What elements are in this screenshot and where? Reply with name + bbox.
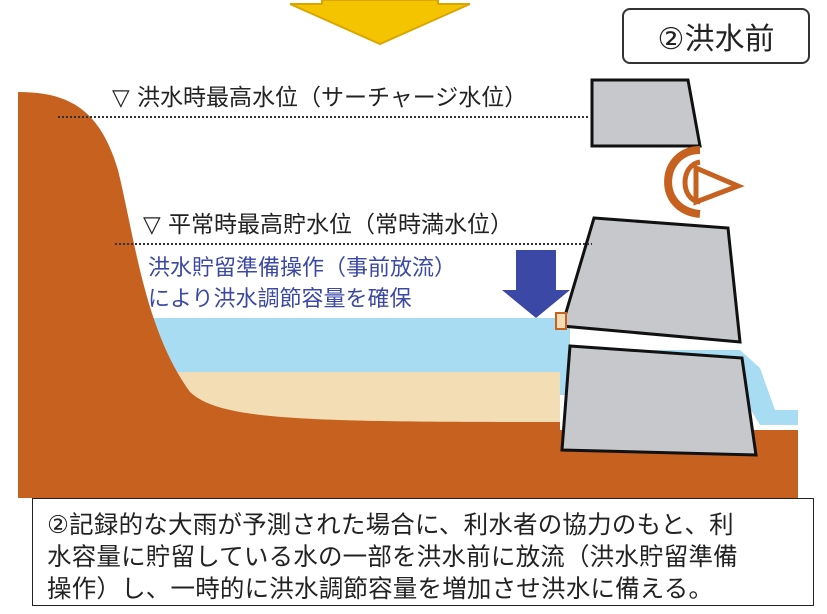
gate-icon — [664, 146, 745, 218]
normal-level-label: ▽ 平常時最高貯水位（常時満水位） — [143, 212, 513, 238]
caption-line-1: ②記録的な大雨が予測された場合に、利水者の協力のもと、利 — [47, 510, 734, 539]
operation-note-line1: 洪水貯留準備操作（事前放流） — [148, 256, 456, 281]
release-arrow-icon — [502, 250, 570, 318]
caption-line-3: 操作）し、一時的に洪水調節容量を増加させ洪水に備える。 — [47, 574, 714, 603]
step-label: ②洪水前 — [622, 8, 810, 64]
reservoir-water — [138, 318, 798, 425]
outlet-icon — [555, 312, 567, 330]
surcharge-level-label: ▽ 洪水時最高水位（サーチャージ水位） — [112, 85, 527, 111]
caption-line-2: 水容量に貯留している水の一部を洪水前に放流（洪水貯留準備 — [47, 542, 738, 571]
dam-top-block — [590, 78, 702, 148]
caption-box: ②記録的な大雨が予測された場合に、利水者の協力のもと、利 水容量に貯留している水… — [32, 498, 814, 606]
dam-lower-block — [560, 344, 758, 457]
earth-ground — [18, 92, 798, 498]
sediment-layer — [165, 372, 560, 422]
operation-note-line2: により洪水調節容量を確保 — [148, 287, 412, 312]
down-arrow-icon — [289, 0, 471, 46]
dam-middle-block — [560, 216, 742, 344]
